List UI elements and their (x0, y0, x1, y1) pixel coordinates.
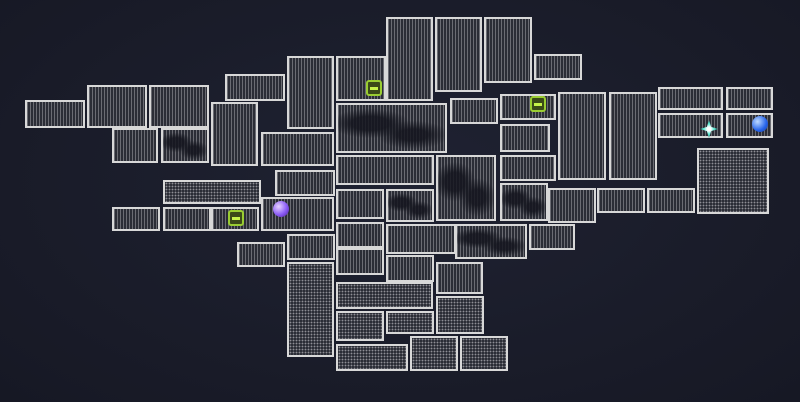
map-room (287, 234, 335, 260)
map-room (500, 94, 556, 120)
map-room (287, 56, 334, 129)
map-room (336, 311, 384, 341)
map-room (386, 311, 434, 334)
map-room (149, 85, 209, 128)
map-room (112, 128, 158, 163)
map-room (435, 17, 482, 92)
map-room (436, 155, 496, 221)
item-orb-icon (273, 201, 289, 217)
map-room (558, 92, 606, 180)
map-room (225, 74, 285, 101)
map-room (697, 148, 769, 214)
map-room (211, 102, 258, 166)
map-room (597, 188, 645, 213)
map-room (336, 56, 386, 101)
map-room (163, 207, 211, 231)
map-room (161, 128, 209, 163)
map-room (455, 224, 527, 259)
map-room (261, 197, 334, 231)
map-room (386, 17, 433, 101)
map-room (500, 124, 550, 152)
map-room (460, 336, 508, 371)
map-room (500, 183, 548, 221)
map-room (336, 155, 434, 185)
save-station-icon (530, 96, 546, 112)
map-room (726, 87, 773, 110)
map-room (287, 262, 334, 357)
map-room (534, 54, 582, 80)
map-room (658, 113, 723, 138)
map-room (386, 189, 434, 222)
globe-icon (752, 116, 768, 132)
map-room (261, 132, 334, 166)
map-room (529, 224, 575, 250)
map-room (275, 170, 335, 196)
map-room (609, 92, 657, 180)
map-room (436, 296, 484, 334)
map-room (436, 262, 483, 294)
map-room (548, 188, 596, 223)
map-room (25, 100, 85, 128)
map-room (450, 98, 498, 124)
map-room (336, 189, 384, 219)
map-room (336, 282, 433, 309)
save-station-icon (228, 210, 244, 226)
map-room (647, 188, 695, 213)
save-station-icon (366, 80, 382, 96)
map-room (336, 222, 384, 248)
map-room (87, 85, 147, 128)
map-room (484, 17, 532, 83)
map-room (336, 344, 408, 371)
map-room (336, 248, 384, 275)
map-room (386, 255, 434, 282)
map-room (112, 207, 160, 231)
map-room (500, 155, 556, 181)
map-room (163, 180, 261, 204)
map-room (386, 224, 456, 254)
map-room (336, 103, 447, 153)
map-room (410, 336, 458, 371)
map-room (658, 87, 723, 110)
map-room (237, 242, 285, 267)
